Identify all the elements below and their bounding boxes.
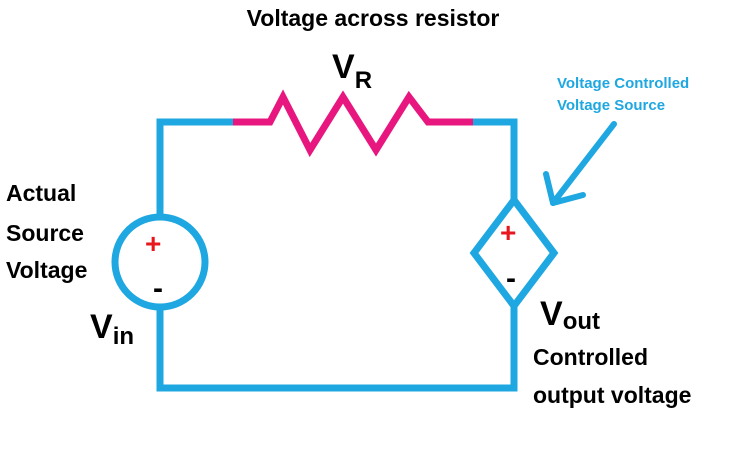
wire-left-top — [156, 118, 237, 220]
wire-right-bottom — [156, 302, 518, 392]
input-voltage-symbol: V — [90, 308, 113, 346]
voltage-source-circle — [111, 213, 209, 311]
resistor-voltage-label: VR — [332, 48, 372, 94]
output-voltage-symbol: V — [540, 295, 563, 333]
title-label: Voltage across resistor — [247, 5, 500, 31]
source-caption: Actual Source Voltage — [6, 180, 90, 283]
source-plus-sign: + — [145, 228, 161, 259]
source-caption-line-2: Source — [6, 220, 84, 246]
annotation-arrow — [543, 121, 617, 206]
controlled-source-minus-sign: - — [506, 262, 516, 295]
circuit-wires — [156, 118, 518, 392]
wire-right-top — [469, 118, 518, 204]
input-voltage-label: Vin — [90, 308, 134, 350]
resistor-symbol — [233, 89, 473, 158]
output-caption-line-2: output voltage — [533, 382, 691, 408]
controlled-source-plus-sign: + — [500, 217, 516, 248]
resistor-voltage-symbol: V — [332, 48, 355, 86]
output-caption: Controlled output voltage — [533, 344, 691, 408]
annotation-line-1: Voltage Controlled — [557, 75, 689, 92]
source-caption-line-3: Voltage — [6, 257, 87, 283]
output-voltage-subscript: out — [563, 308, 600, 335]
output-caption-line-1: Controlled — [533, 344, 648, 370]
source-minus-sign: - — [153, 272, 163, 305]
annotation-line-2: Voltage Source — [557, 97, 665, 114]
source-caption-line-1: Actual — [6, 180, 76, 206]
resistor-voltage-subscript: R — [355, 67, 372, 94]
controlled-source-diamond — [469, 194, 559, 312]
input-voltage-subscript: in — [113, 323, 134, 350]
controlled-source-annotation: Voltage Controlled Voltage Source — [557, 75, 693, 114]
output-voltage-label: Vout — [540, 295, 600, 335]
